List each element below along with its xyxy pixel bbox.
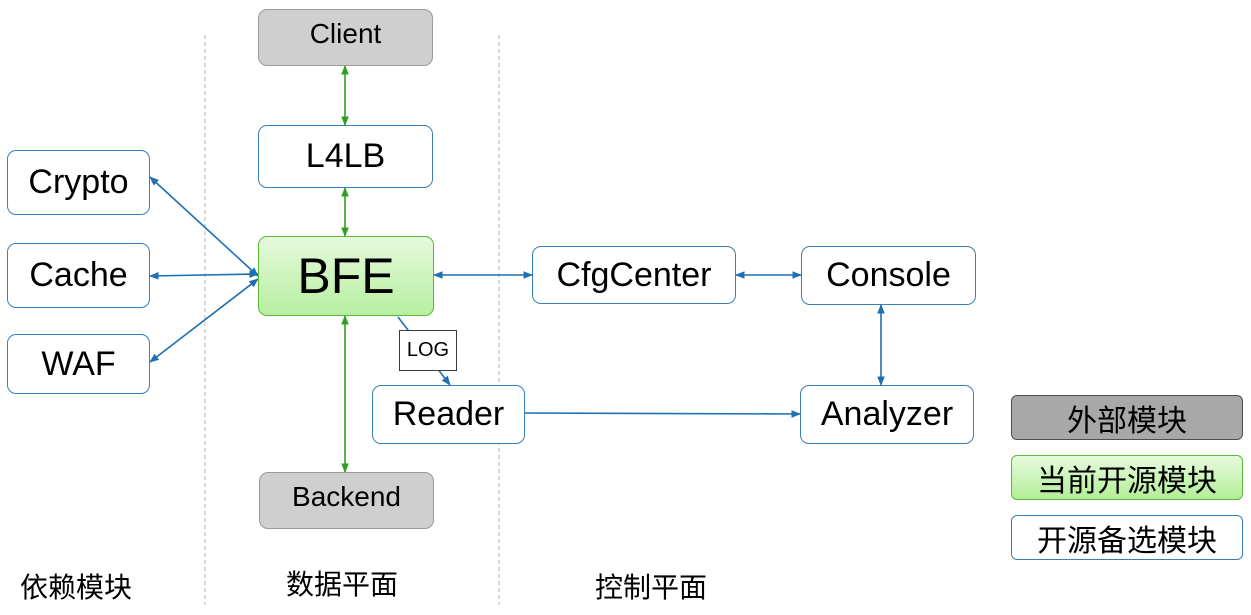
reader-module-label: Reader [392, 395, 505, 433]
analyzer-module: Analyzer [800, 385, 974, 444]
waf-module: WAF [7, 334, 150, 394]
console-module-label: Console [826, 256, 951, 294]
cache-module: Cache [7, 243, 150, 308]
bfe-module-label: BFE [297, 248, 395, 304]
log-tag-label: LOG [406, 339, 450, 361]
zone-label-control-plane: 控制平面 [595, 571, 708, 604]
waf-module-label: WAF [41, 344, 116, 383]
crypto-module-label: Crypto [28, 163, 129, 201]
log-tag: LOG [399, 330, 457, 371]
connector-reader-analyzer [524, 410, 801, 418]
connector-bfe-waf [149, 278, 259, 363]
legend-current-open-source: 当前开源模块 [1011, 455, 1243, 500]
cfgcenter-module-label: CfgCenter [556, 255, 712, 294]
connector-bfe-cache [149, 270, 259, 280]
cache-module-label: Cache [29, 256, 128, 294]
connector-bfe-crypto [149, 176, 259, 277]
reader-module: Reader [372, 385, 525, 444]
l4lb-module-label: L4LB [305, 137, 386, 175]
cfgcenter-module: CfgCenter [532, 246, 736, 304]
backend-module: Backend [259, 472, 434, 529]
legend-external-module: 外部模块 [1011, 395, 1243, 440]
analyzer-module-label: Analyzer [820, 395, 954, 433]
legend-candidate-label: 开源备选模块 [1037, 523, 1217, 559]
zone-label-dependency: 依赖模块 [20, 571, 133, 604]
legend-external-label: 外部模块 [1067, 403, 1187, 439]
bfe-module: BFE [258, 236, 434, 316]
l4lb-module: L4LB [258, 125, 433, 188]
console-module: Console [801, 246, 976, 305]
zone-label-data-plane: 数据平面 [286, 568, 399, 601]
legend-current-label: 当前开源模块 [1037, 463, 1217, 499]
crypto-module: Crypto [7, 150, 150, 215]
legend-candidate-open-source: 开源备选模块 [1011, 515, 1243, 560]
backend-module-label: Backend [292, 481, 401, 512]
client-module: Client [258, 9, 433, 66]
client-module-label: Client [309, 18, 382, 49]
